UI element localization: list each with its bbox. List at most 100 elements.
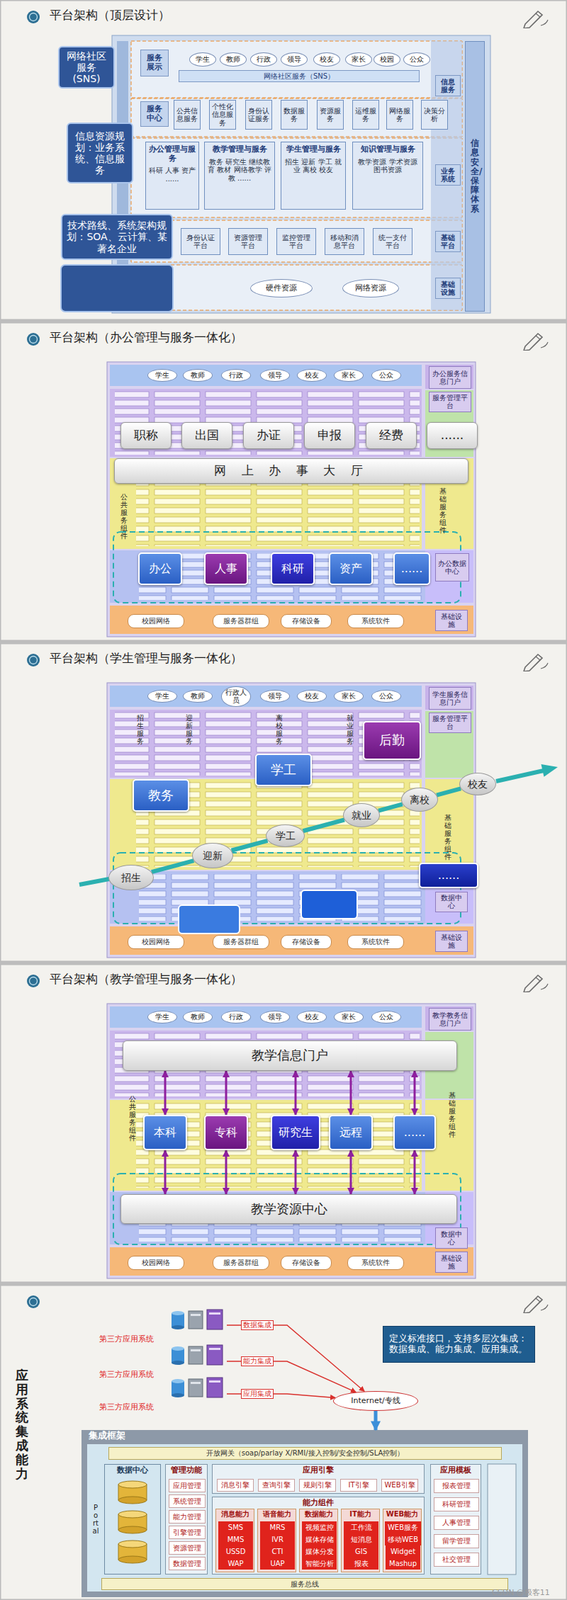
circ-node: 行政 (250, 52, 278, 67)
node-text: ...... (440, 428, 464, 443)
node-text: 第三方应用系统 (99, 1404, 154, 1414)
rc-node: 媒体分发 (301, 1546, 337, 1560)
node-text: USSD (226, 1548, 246, 1558)
node-text: 领导 (267, 371, 283, 380)
node-text: 行政 (228, 371, 244, 380)
node-text: 人事 (214, 562, 238, 576)
node-text: 规则引擎 (303, 1481, 332, 1491)
node-text: IT能力 (349, 1511, 372, 1520)
decoration (60, 265, 173, 312)
node-text: 就业服务 (346, 714, 354, 746)
tile-node: 教务 (132, 779, 190, 813)
rc-node: GIS (343, 1546, 379, 1560)
node-text: IT引擎 (347, 1481, 369, 1491)
item-node: 报表管理 (433, 1479, 480, 1495)
node-text: 学生 (155, 371, 170, 380)
node-text: 资源管理 (172, 1545, 202, 1554)
node-text: 网 上 办 事 大 厅 (214, 464, 368, 479)
node-text: 基础设施 (438, 1255, 465, 1272)
rc-node: 短消息 (343, 1534, 379, 1548)
circ-node: 学生 (147, 1011, 178, 1025)
pill-node: 服务器群组 (212, 614, 270, 629)
oval-node: 迎新 (192, 843, 234, 869)
node-text: 平台架构（顶层设计） (49, 8, 171, 23)
node-text: 家长 (341, 371, 356, 380)
node-text: 公众 (379, 1013, 394, 1023)
node-text: 短消息 (350, 1536, 373, 1546)
item-node: 能力管理 (168, 1511, 206, 1525)
node-text: IVR (271, 1536, 284, 1546)
node-text: 能力管理 (172, 1513, 202, 1523)
node-text: WEB服务 (387, 1524, 419, 1534)
node-text: 应用管理 (172, 1482, 202, 1492)
node-text: 学工 (275, 830, 296, 842)
node-text: 语音能力 (262, 1511, 292, 1520)
rcell-node: 教学教务信息门户 (428, 1008, 472, 1032)
node-text: 留学管理 (442, 1537, 471, 1547)
node-text: ...... (438, 869, 460, 883)
tile-node: 科研 (270, 552, 315, 586)
ell-node: Internet/专线 (333, 1391, 419, 1412)
node-text: 消息引擎 (221, 1481, 250, 1491)
rc-node: Mashup (385, 1558, 421, 1572)
decoration (523, 654, 548, 672)
node-text: 平台架构（办公管理与服务一体化） (49, 330, 243, 346)
node-text: 校园网络 (141, 617, 171, 626)
rc-node: WAP (218, 1558, 254, 1572)
pill-node: 存储设备 (280, 614, 332, 629)
connector (231, 841, 268, 852)
node-text: 教学资源 学术资源 图书资源 (355, 158, 421, 175)
sys-node: 第三方应用系统 (99, 1376, 227, 1414)
decoration (0, 965, 567, 1283)
node-text: Widget (390, 1548, 416, 1558)
cell-node: 基础设施 (435, 277, 461, 300)
decoration (26, 1296, 40, 1310)
node-text: ...... (403, 1126, 426, 1140)
circ-node: 校友 (296, 690, 327, 704)
item-node: 数据管理 (168, 1557, 206, 1572)
node-text: 领导 (287, 55, 302, 64)
tile-node: ...... (393, 1115, 436, 1152)
decoration (430, 41, 463, 311)
decoration (26, 333, 40, 346)
circ-node: 教师 (182, 369, 213, 383)
sbox-node: 资源服务 (316, 99, 344, 130)
node-text: 系统软件 (361, 938, 390, 947)
node-text: 校友 (304, 692, 319, 701)
node-text: 移动WEB (387, 1536, 419, 1546)
node-text: 开放网关（soap/parlay X/RMI/接入控制/安全控制/SLA控制） (206, 1450, 405, 1459)
node-text: 身份认证服务 (248, 107, 270, 124)
node-text: 教学教务信息门户 (431, 1012, 469, 1029)
connector (164, 1071, 167, 1116)
rcell-node: 基础设施 (435, 931, 468, 953)
node-text: 集成框架 (88, 1431, 126, 1443)
node-text: 应用引擎 (302, 1467, 334, 1477)
decoration (118, 1511, 147, 1535)
node-text: 移动和消息平台 (327, 233, 362, 251)
node-text: 行政 (228, 1013, 244, 1023)
node-text: 行政 (256, 55, 271, 64)
node-text: 公众 (379, 692, 394, 701)
node-text: 学生管理与服务 (286, 145, 341, 155)
rc-node: WEB服务 (384, 1522, 421, 1536)
node-text: GIS (355, 1548, 368, 1558)
rcell-node: 数据中心 (435, 892, 468, 913)
node-text: 智能分析 (305, 1560, 334, 1570)
connector (226, 1326, 365, 1392)
node-text: 消息能力 (221, 1511, 250, 1520)
node-text: 存储设备 (292, 938, 321, 947)
pill-node: 系统软件 (347, 935, 404, 950)
sbox-node: 监控管理平台 (276, 228, 317, 256)
connector (378, 804, 403, 811)
subcol-node: 数据能力视频监控媒体存储媒体分发智能分析 (299, 1509, 339, 1574)
oval-node: 校友 (459, 773, 497, 796)
circ-node: 校友 (296, 1011, 327, 1025)
oval-node: 学工 (265, 824, 305, 848)
subcol-node: WEB能力WEB服务移动WEBWidgetMashup (382, 1509, 422, 1574)
pill-node: 校园网络 (127, 935, 185, 950)
node-text: 平台架构（教学管理与服务一体化） (49, 973, 243, 988)
decoration (26, 654, 40, 667)
circ-node: 行政人员 (221, 686, 251, 708)
col-node: 应用模板报表管理科研管理人事管理留学管理社交管理 (430, 1464, 482, 1576)
